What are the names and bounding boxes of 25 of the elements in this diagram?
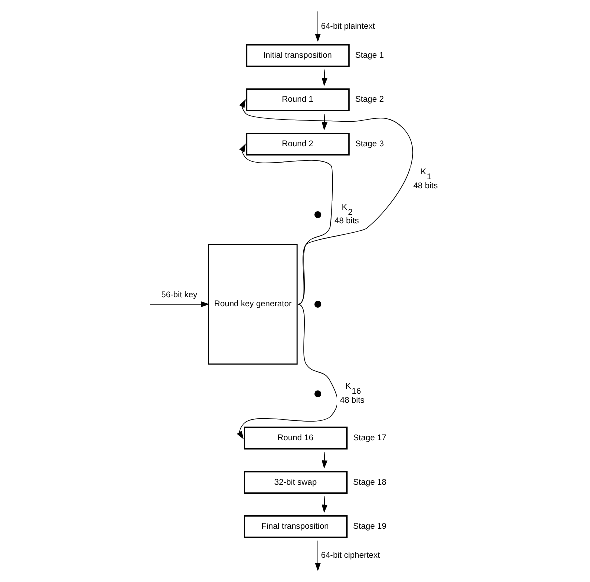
node-box: 32-bit swap	[244, 471, 348, 494]
node-circle	[314, 301, 322, 308]
arrow	[321, 69, 328, 86]
node-circle	[314, 211, 322, 218]
node-label: Stage 17	[352, 432, 386, 442]
node-box: Initial transposition	[246, 44, 350, 68]
node-label: Stage 3	[354, 138, 384, 148]
edge-label: 56-bit key	[161, 290, 198, 300]
node-label: Stage 2	[354, 94, 384, 104]
node-label: Stage 18	[352, 476, 386, 487]
arrow	[239, 100, 413, 305]
node-box: Round 16	[244, 426, 348, 450]
node-box: Round 2	[246, 132, 350, 156]
arrow	[236, 304, 338, 440]
node-box: Round 1	[246, 88, 350, 112]
node-circle	[314, 390, 322, 398]
arrow	[239, 144, 333, 305]
edge-label: 64-bit ciphertext	[320, 550, 380, 560]
node-box: Final transposition	[244, 515, 348, 538]
node-label: Stage 19	[352, 521, 386, 532]
node-label: Stage 1	[354, 50, 384, 60]
arrow	[149, 302, 210, 308]
node-box: Round key generator	[208, 244, 298, 365]
edge-label: 64-bit plaintext	[320, 20, 375, 31]
arrow	[321, 496, 328, 514]
